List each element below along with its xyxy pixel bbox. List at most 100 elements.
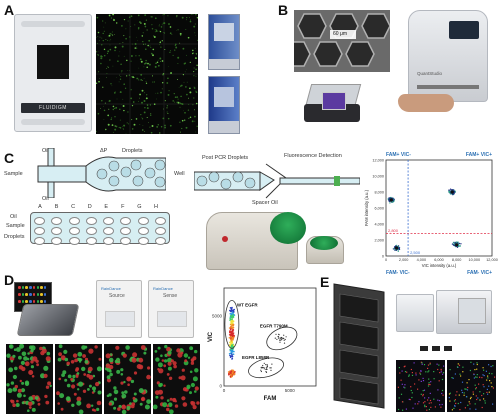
droplet-point [453, 192, 455, 195]
chip-spot [96, 42, 98, 44]
mutant-point [276, 338, 278, 340]
array-spot [454, 373, 456, 375]
chip-spot [147, 62, 149, 65]
chip-spot [96, 130, 97, 132]
chip-spot [161, 40, 163, 42]
chip-case-base [304, 104, 360, 122]
imaging-instrument [396, 290, 492, 334]
chip-spot [112, 18, 114, 19]
droplet [88, 348, 94, 354]
chip-spot [158, 25, 160, 27]
chip-spot [119, 74, 120, 76]
array-spot [448, 397, 450, 399]
chip-spot [140, 113, 142, 116]
generator-green-lid [310, 236, 338, 250]
chip-spot [142, 32, 144, 34]
droplet [28, 401, 33, 407]
array-spot [476, 376, 478, 378]
array-spot [415, 372, 417, 374]
droplet-point [449, 188, 452, 190]
droplet [19, 344, 25, 349]
chip-spot [194, 53, 196, 54]
chip-spot [115, 22, 118, 24]
droplet [76, 396, 82, 402]
chip-spot [177, 63, 179, 64]
chip-spot [142, 80, 143, 81]
droplet [162, 402, 168, 408]
chip-spot [170, 72, 173, 74]
array-spot [452, 377, 454, 379]
chip-spot [155, 62, 157, 65]
mutant-point [283, 334, 285, 336]
chip-spot [126, 122, 128, 124]
droplet [124, 390, 128, 394]
chip-spot [142, 125, 144, 126]
chip-dot [32, 293, 36, 296]
droplet-point [449, 193, 452, 195]
droplet [120, 373, 124, 376]
array-spot [441, 378, 444, 381]
array-spot [465, 388, 467, 390]
droplet [131, 357, 137, 363]
wt-point [230, 342, 233, 345]
droplet [130, 404, 135, 409]
array-spot [420, 370, 422, 372]
array-spot [442, 373, 444, 375]
quadrant-label-tl: FAM+ VIC- [386, 152, 411, 158]
droplet [58, 352, 62, 357]
chip-spot [130, 55, 133, 57]
droplet [45, 385, 50, 389]
chip-spot [160, 46, 162, 48]
mutant-point [283, 342, 286, 344]
chip-spot [133, 123, 136, 126]
wt-point [232, 353, 235, 355]
array-spot [428, 378, 430, 380]
plate-row-oil: Oil [10, 214, 17, 220]
chip-spot [102, 32, 104, 35]
array-spot [476, 362, 478, 364]
droplet-point [394, 249, 397, 251]
droplet [10, 381, 15, 385]
chip-spot [119, 91, 122, 94]
droplet [87, 388, 90, 391]
array-spot [461, 391, 463, 394]
wt-point [229, 352, 232, 354]
chip-spot [187, 109, 190, 111]
chip-spot [173, 92, 175, 95]
droplet [173, 364, 177, 369]
mutant-point [270, 369, 272, 371]
droplet [106, 394, 110, 398]
chip-spot [127, 111, 129, 113]
array-spot [449, 400, 451, 402]
chip-spot [193, 25, 196, 28]
array-spot [410, 386, 412, 388]
droplet [77, 351, 83, 357]
droplet [56, 391, 60, 396]
droplet [12, 374, 17, 380]
droplet [24, 361, 30, 367]
chip-dot [29, 286, 32, 289]
plot-frame [385, 159, 493, 257]
chip-spot [156, 125, 159, 128]
droplet-point [458, 245, 460, 247]
chip-dot [43, 300, 47, 303]
chip-spot [123, 83, 125, 85]
y-tick-label: 4,000 [374, 223, 384, 227]
array-spot [398, 397, 400, 399]
chip-spot [160, 125, 163, 128]
array-spot [459, 373, 461, 375]
droplet [70, 360, 75, 364]
array-spot [419, 373, 422, 375]
droplet [58, 344, 63, 349]
chip-spot [194, 47, 196, 49]
label-spacer-oil: Spacer Oil [252, 200, 278, 206]
chip-spot [189, 20, 192, 23]
array-spot [412, 407, 414, 409]
chip-spot [97, 50, 99, 52]
droplet [75, 375, 79, 378]
negative-point [231, 372, 234, 375]
array-spot [464, 407, 466, 409]
droplet [155, 357, 160, 362]
x-axis-label: VIC intensity (a.u.) [422, 263, 457, 268]
wt-point [229, 326, 232, 328]
